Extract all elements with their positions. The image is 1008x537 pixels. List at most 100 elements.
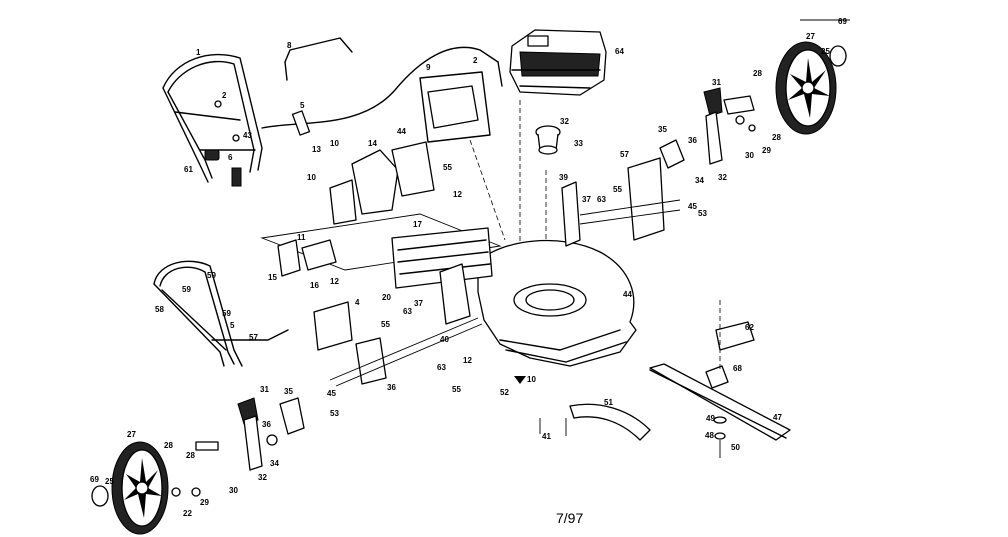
part-number-callout: 44 bbox=[397, 127, 406, 136]
part-number-callout: 8 bbox=[287, 41, 292, 50]
part-number-callout: 31 bbox=[260, 385, 269, 394]
control-bar bbox=[284, 37, 353, 81]
part-number-callout: 50 bbox=[731, 443, 740, 452]
engine bbox=[509, 29, 607, 96]
discharge-chute-bracket bbox=[329, 141, 435, 225]
part-number-callout: 57 bbox=[620, 150, 629, 159]
part-number-callout: 12 bbox=[453, 190, 462, 199]
part-number-callout: 1 bbox=[196, 48, 201, 57]
part-number-callout: 22 bbox=[183, 509, 192, 518]
part-number-callout: 36 bbox=[262, 420, 271, 429]
part-number-callout: 51 bbox=[604, 398, 613, 407]
part-number-callout: 9 bbox=[426, 63, 431, 72]
part-number-callout: 35 bbox=[284, 387, 293, 396]
part-number-callout: 55 bbox=[613, 185, 622, 194]
part-number-callout: 55 bbox=[452, 385, 461, 394]
height-adjuster-right bbox=[659, 87, 756, 169]
part-number-callout: 5 bbox=[300, 101, 305, 110]
part-number-callout: 63 bbox=[437, 363, 446, 372]
part-number-callout: 39 bbox=[559, 173, 568, 182]
part-number-callout: 27 bbox=[806, 32, 815, 41]
wheel-front-left bbox=[91, 441, 219, 535]
part-number-callout: 27 bbox=[127, 430, 136, 439]
part-number-callout: 45 bbox=[688, 202, 697, 211]
part-number-callout: 17 bbox=[413, 220, 422, 229]
part-number-callout: 49 bbox=[706, 414, 715, 423]
part-number-callout: 20 bbox=[382, 293, 391, 302]
part-number-callout: 59 bbox=[207, 271, 216, 280]
part-number-callout: 28 bbox=[164, 441, 173, 450]
part-number-callout: 29 bbox=[762, 146, 771, 155]
wheel-rear-right bbox=[775, 19, 850, 135]
part-number-callout: 41 bbox=[542, 432, 551, 441]
part-number-callout: 28 bbox=[186, 451, 195, 460]
part-number-callout: 63 bbox=[597, 195, 606, 204]
part-number-callout: 55 bbox=[381, 320, 390, 329]
part-number-callout: 61 bbox=[184, 165, 193, 174]
deflector-shield bbox=[569, 403, 651, 441]
part-number-callout: 11 bbox=[297, 233, 306, 242]
part-number-callout: 10 bbox=[307, 173, 316, 182]
part-number-callout: 16 bbox=[310, 281, 319, 290]
part-number-callout: 37 bbox=[414, 299, 423, 308]
part-number-callout: 30 bbox=[745, 151, 754, 160]
part-number-callout: 5 bbox=[230, 321, 235, 330]
part-number-callout: 62 bbox=[745, 323, 754, 332]
part-number-callout: 69 bbox=[838, 17, 847, 26]
rear-bracket-right bbox=[561, 157, 681, 247]
part-number-callout: 55 bbox=[443, 163, 452, 172]
part-number-callout: 36 bbox=[688, 136, 697, 145]
part-number-callout: 53 bbox=[698, 209, 707, 218]
part-number-callout: 58 bbox=[155, 305, 164, 314]
lower-handle bbox=[153, 260, 289, 367]
part-number-callout: 47 bbox=[773, 413, 782, 422]
part-number-callout: 44 bbox=[623, 290, 632, 299]
part-number-callout: 10 bbox=[527, 375, 536, 384]
part-number-callout: 45 bbox=[327, 389, 336, 398]
height-adjuster-left bbox=[237, 397, 305, 471]
part-number-callout: 14 bbox=[368, 139, 377, 148]
part-number-callout: 59 bbox=[182, 285, 191, 294]
part-number-callout: 57 bbox=[249, 333, 258, 342]
part-number-callout: 15 bbox=[268, 273, 277, 282]
part-number-callout: 53 bbox=[330, 409, 339, 418]
diagram-date-stamp: 7/97 bbox=[556, 510, 584, 526]
drive-pulley bbox=[535, 125, 561, 155]
part-number-callout: 52 bbox=[500, 388, 509, 397]
part-number-callout: 29 bbox=[200, 498, 209, 507]
part-number-callout: 34 bbox=[695, 176, 704, 185]
part-number-callout: 43 bbox=[243, 131, 252, 140]
blade-assembly bbox=[649, 300, 791, 458]
part-number-callout: 6 bbox=[228, 153, 233, 162]
part-number-callout: 64 bbox=[615, 47, 624, 56]
part-number-callout: 13 bbox=[312, 145, 321, 154]
part-number-callout: 12 bbox=[463, 356, 472, 365]
part-number-callout: 31 bbox=[712, 78, 721, 87]
part-number-callout: 32 bbox=[718, 173, 727, 182]
handle-knob-left bbox=[204, 149, 242, 187]
part-number-callout: 69 bbox=[90, 475, 99, 484]
part-number-callout: 34 bbox=[270, 459, 279, 468]
upper-handle bbox=[162, 53, 263, 183]
part-number-callout: 2 bbox=[473, 56, 478, 65]
rear-bracket-left bbox=[313, 263, 483, 387]
part-number-callout: 10 bbox=[330, 139, 339, 148]
part-number-callout: 28 bbox=[772, 133, 781, 142]
part-number-callout: 37 bbox=[582, 195, 591, 204]
part-number-callout: 33 bbox=[574, 139, 583, 148]
part-number-callout: 2 bbox=[222, 91, 227, 100]
part-number-callout: 32 bbox=[258, 473, 267, 482]
part-number-callout: 30 bbox=[229, 486, 238, 495]
deck-bolts bbox=[514, 376, 567, 436]
part-number-callout: 36 bbox=[387, 383, 396, 392]
part-number-callout: 12 bbox=[330, 277, 339, 286]
part-number-callout: 32 bbox=[560, 117, 569, 126]
part-number-callout: 59 bbox=[222, 309, 231, 318]
part-number-callout: 63 bbox=[403, 307, 412, 316]
handle-bracket-parts bbox=[277, 239, 337, 277]
part-number-callout: 68 bbox=[733, 364, 742, 373]
control-panel-box bbox=[419, 71, 506, 241]
